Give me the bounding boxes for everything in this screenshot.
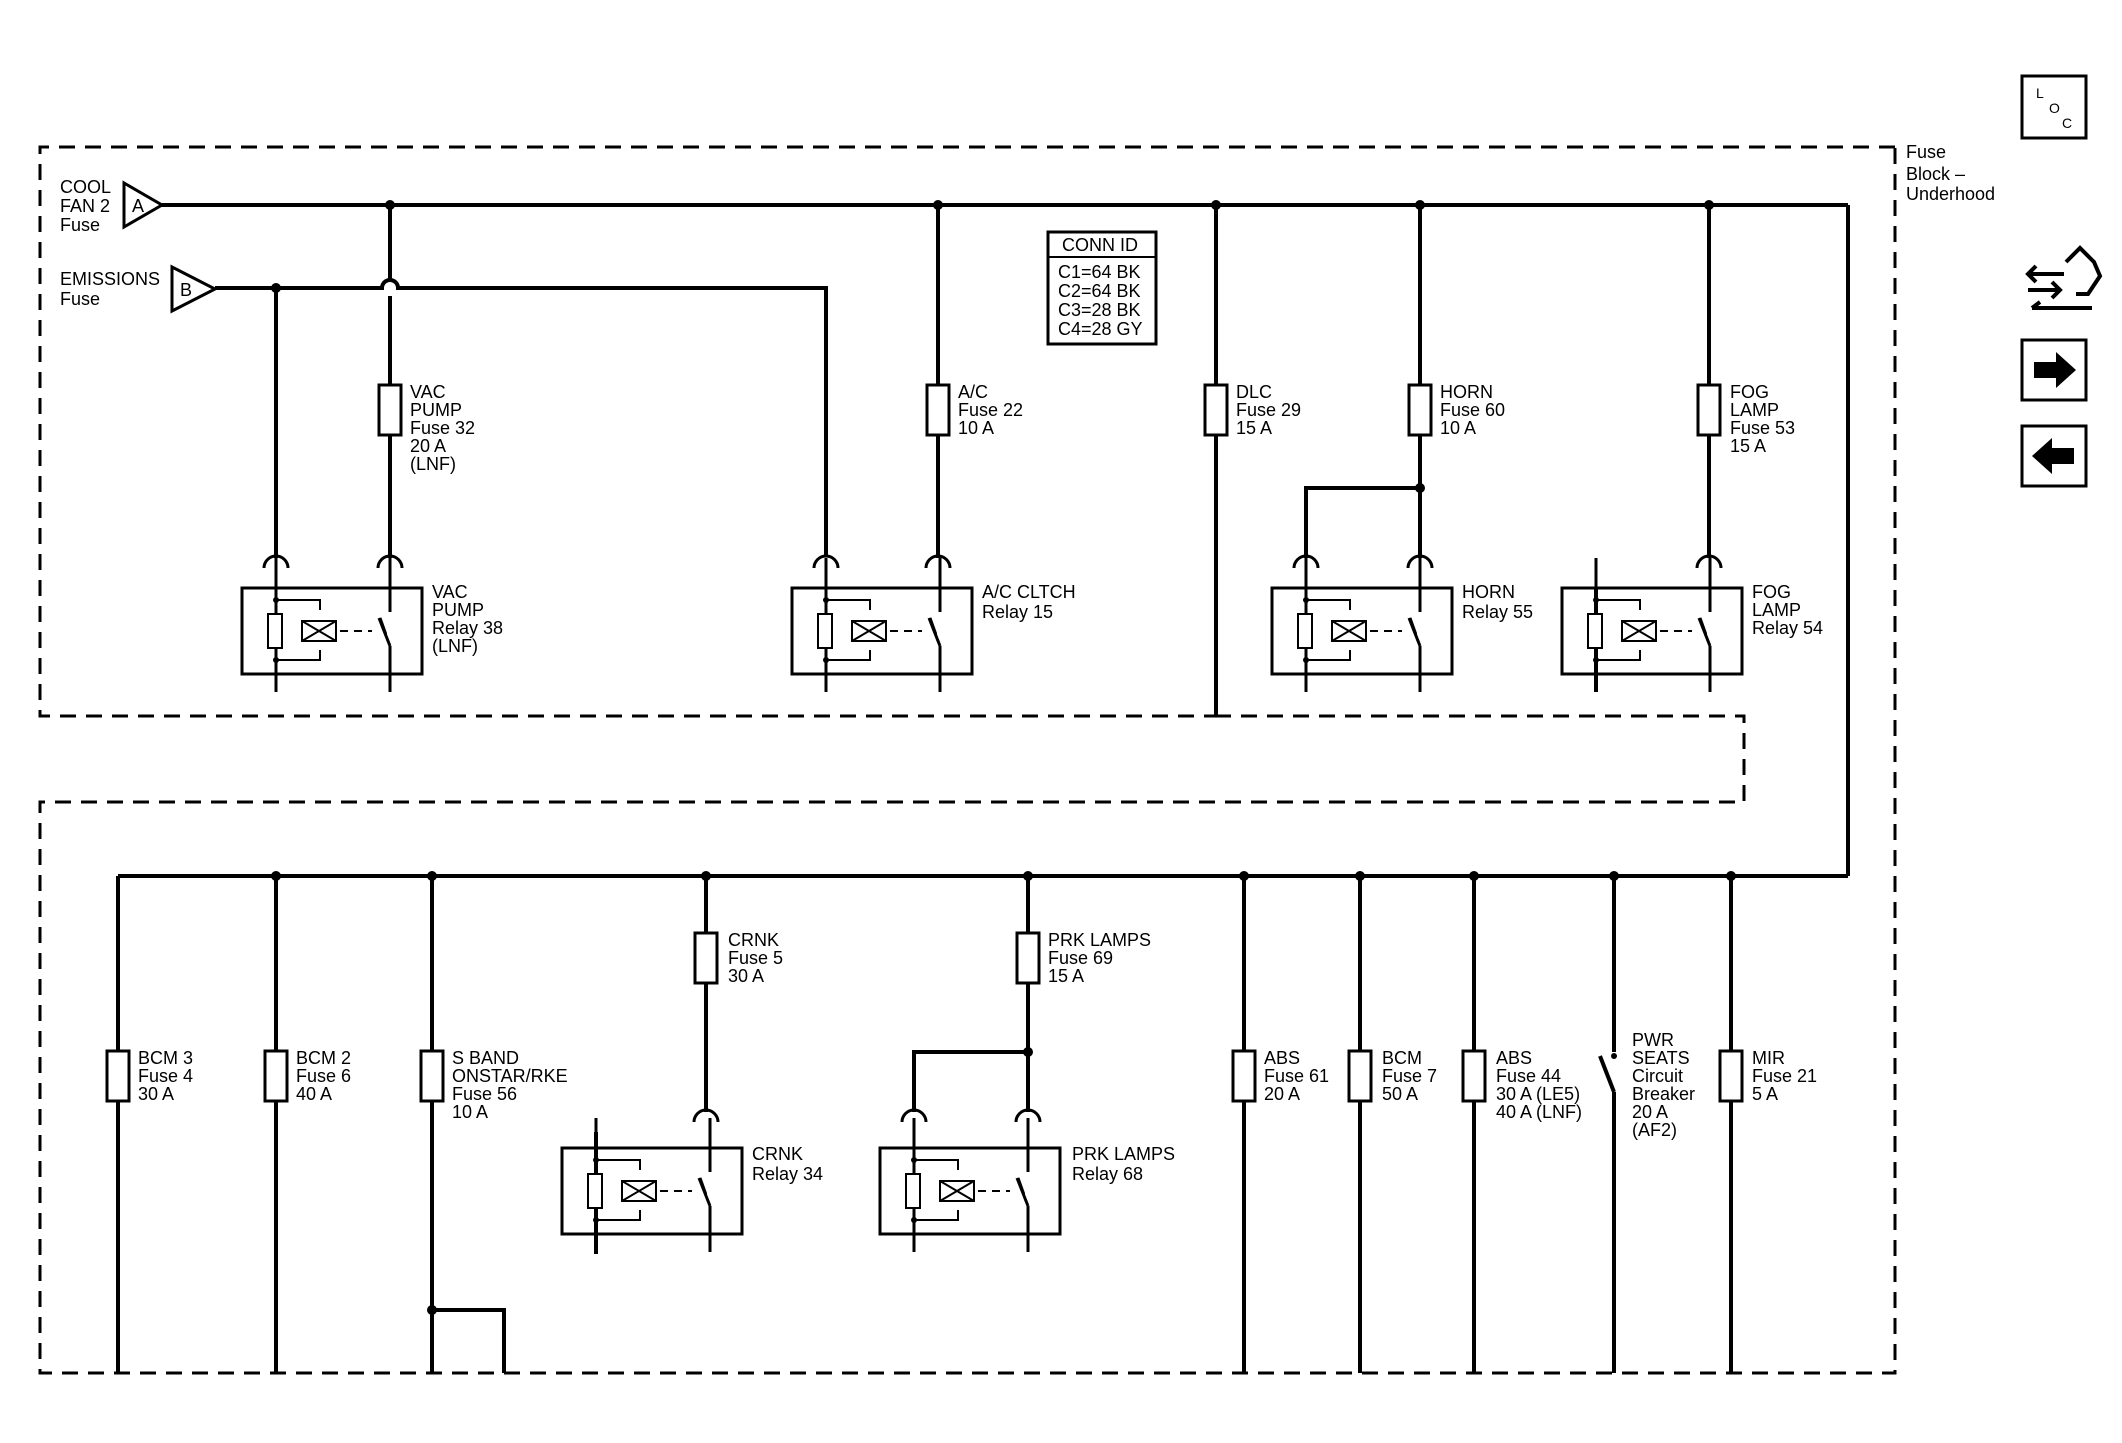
svg-text:C: C — [2062, 115, 2072, 131]
fuse-abs44-symbol — [1461, 1049, 1487, 1103]
svg-text:L: L — [2036, 85, 2044, 101]
relay-ac-cltch-label: A/C CLTCH Relay 15 — [982, 582, 1081, 622]
fuse-prk-lamps-label: PRK LAMPS Fuse 69 15 A — [1048, 930, 1156, 986]
svg-text:A: A — [132, 196, 144, 216]
relay-ac-cltch-symbol — [792, 554, 972, 692]
fuse-bcm2-symbol — [263, 1049, 289, 1103]
lower-junctions — [271, 871, 1736, 1315]
conn-id-row: C1=64 BK — [1058, 262, 1141, 282]
fuse-s-band-symbol — [419, 1049, 445, 1103]
loc-button[interactable]: L O C — [2020, 74, 2088, 140]
conn-id-title: CONN ID — [1062, 235, 1138, 255]
fuse-s-band-label: S BAND ONSTAR/RKE Fuse 56 10 A — [452, 1048, 573, 1122]
fuse-dlc-symbol — [1203, 383, 1229, 437]
emissions-fuse-label: EMISSIONS Fuse — [60, 269, 165, 309]
fuse-dlc-label: DLC Fuse 29 15 A — [1236, 382, 1306, 438]
conn-id-row: C2=64 BK — [1058, 281, 1141, 301]
fuse-abs61-label: ABS Fuse 61 20 A — [1264, 1048, 1334, 1104]
lower-bus — [116, 874, 1848, 1373]
fuse-bcm2-label: BCM 2 Fuse 6 40 A — [296, 1048, 356, 1104]
fuse-abs61-symbol — [1231, 1049, 1257, 1103]
relay-prk-lamps-label: PRK LAMPS Relay 68 — [1072, 1144, 1180, 1184]
fuse-block-label: Fuse Block – Underhood — [1906, 142, 1995, 204]
fuse-abs44-label: ABS Fuse 44 30 A (LE5) 40 A (LNF) — [1496, 1048, 1585, 1122]
fuse-vac-pump-symbol — [377, 383, 403, 437]
fuse-bcm3-symbol — [105, 1049, 131, 1103]
relay-horn-label: HORN Relay 55 — [1462, 582, 1533, 622]
relay-vac-pump-label: VAC PUMP Relay 38 (LNF) — [432, 582, 508, 656]
svg-text:O: O — [2049, 100, 2060, 116]
component-swap-icon[interactable] — [2025, 245, 2103, 310]
conn-id-row: C3=28 BK — [1058, 300, 1141, 320]
relay-fog-lamp-symbol — [1562, 554, 1742, 692]
fuse-mir-symbol — [1718, 1049, 1744, 1103]
fuse-mir-label: MIR Fuse 21 5 A — [1752, 1048, 1822, 1104]
fuse-horn-symbol — [1407, 383, 1433, 437]
upper-circuits — [274, 205, 1711, 716]
relay-prk-lamps-symbol — [880, 1108, 1060, 1252]
previous-arrow-icon[interactable] — [2020, 424, 2088, 488]
relay-horn-symbol — [1272, 554, 1452, 692]
fuse-fog-lamp-label: FOG LAMP Fuse 53 15 A — [1730, 382, 1800, 456]
fuse-prk-lamps-symbol — [1015, 931, 1041, 985]
conn-id-table: CONN ID C1=64 BK C2=64 BK C3=28 BK C4=28… — [1046, 230, 1158, 346]
connector-a: A — [122, 180, 165, 230]
relay-fog-lamp-label: FOG LAMP Relay 54 — [1752, 582, 1823, 638]
fuse-bcm3-label: BCM 3 Fuse 4 30 A — [138, 1048, 198, 1104]
conn-id-row: C4=28 GY — [1058, 319, 1143, 339]
breaker-pwr-seats-label: PWR SEATS Circuit Breaker 20 A (AF2) — [1632, 1030, 1700, 1140]
fuse-ac-label: A/C Fuse 22 10 A — [958, 382, 1028, 438]
fuse-bcm7-label: BCM Fuse 7 50 A — [1382, 1048, 1442, 1104]
fuse-vac-pump-label: VAC PUMP Fuse 32 20 A (LNF) — [410, 382, 480, 474]
cool-fan-2-fuse-label: COOL FAN 2 Fuse — [60, 177, 115, 235]
relay-vac-pump-symbol — [242, 554, 422, 692]
relay-crnk-symbol — [562, 1108, 742, 1254]
fuse-crnk-symbol — [693, 931, 719, 985]
fuse-horn-label: HORN Fuse 60 10 A — [1440, 382, 1510, 438]
fuse-block-outline — [38, 145, 1897, 1375]
fuse-bcm7-symbol — [1347, 1049, 1373, 1103]
connector-b: B — [170, 264, 219, 314]
fuse-crnk-label: CRNK Fuse 5 30 A — [728, 930, 788, 986]
fuse-fog-lamp-symbol — [1696, 383, 1722, 437]
next-arrow-icon[interactable] — [2020, 338, 2088, 402]
upper-bus — [160, 203, 1850, 876]
fuse-ac-symbol — [925, 383, 951, 437]
svg-text:B: B — [180, 280, 192, 300]
relay-crnk-label: CRNK Relay 34 — [752, 1144, 823, 1184]
breaker-pwr-seats-symbol — [1611, 1053, 1617, 1059]
upper-junctions — [271, 200, 1714, 493]
